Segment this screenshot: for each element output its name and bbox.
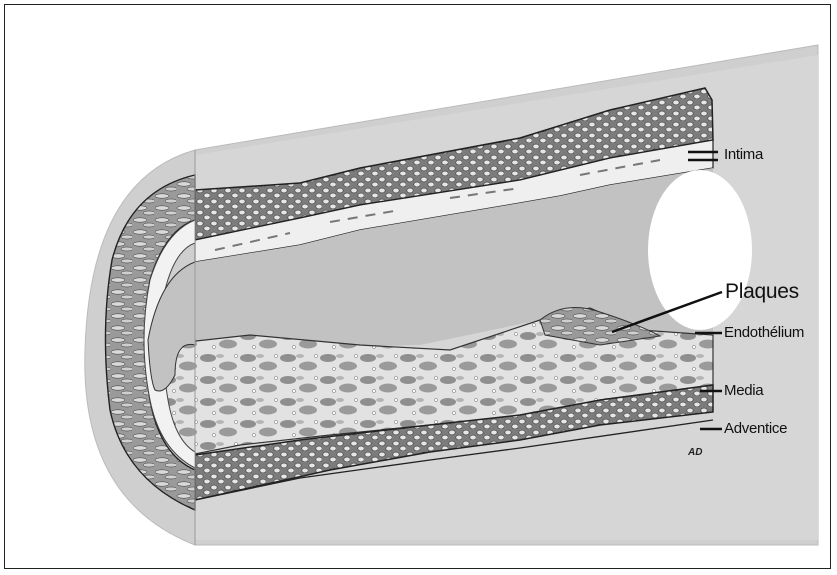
label-media: Media <box>724 382 763 399</box>
label-adventice: Adventice <box>724 420 787 437</box>
label-intima: Intima <box>724 146 763 163</box>
author-credit: AD <box>688 447 702 458</box>
lumen-opening <box>648 170 752 330</box>
label-endothelium: Endothélium <box>724 324 804 341</box>
label-plaques: Plaques <box>725 280 799 304</box>
